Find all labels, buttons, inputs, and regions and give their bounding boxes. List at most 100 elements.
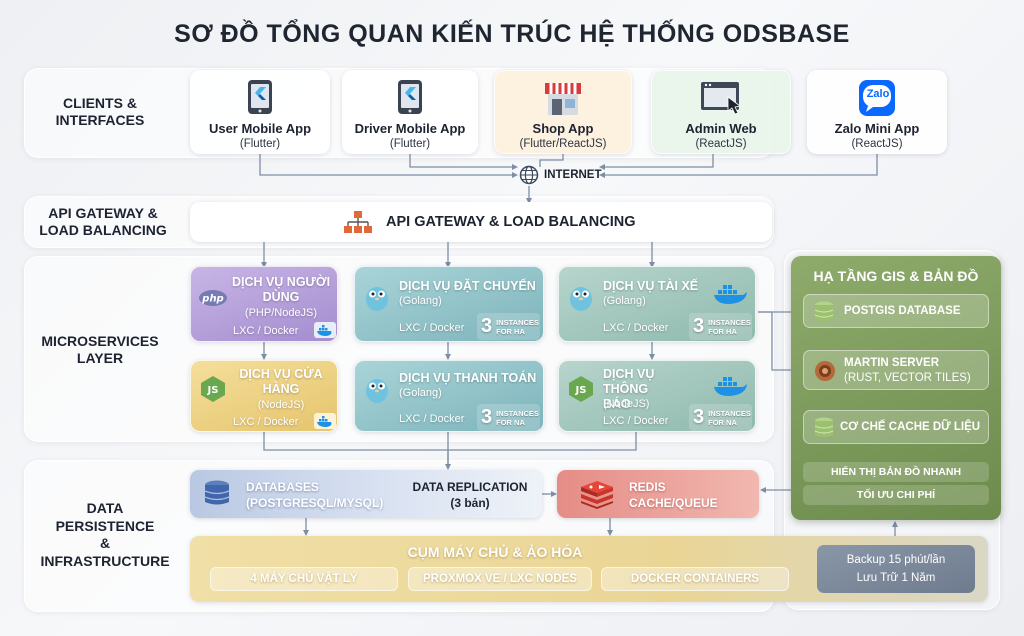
backup-line-1: Backup 15 phút/lần — [846, 554, 946, 566]
docker-containers-item: DOCKER CONTAINERS — [601, 567, 789, 591]
service-driver[interactable]: DỊCH VỤ TÀI XẾ (Golang) LXC / Docker 3 I… — [558, 266, 756, 342]
service-lxc: LXC / Docker — [603, 322, 669, 334]
cluster-title: CỤM MÁY CHỦ & ẢO HÓA — [407, 544, 583, 560]
backup-line-2: Lưu Trữ 1 Năm — [856, 572, 936, 584]
docker-icon — [714, 285, 747, 304]
instances-badge: 3 INSTANCES FOR NA — [477, 404, 541, 431]
docker-icon — [314, 413, 336, 429]
service-booking[interactable]: DỊCH VỤ ĐẶT CHUYẾN (Golang) LXC / Docker… — [354, 266, 544, 342]
instances-badge: 3 INSTANCES FOR HA — [477, 313, 541, 340]
databases-box[interactable]: DATABASES (POSTGRESQL/MYSQL) DATA REPLIC… — [190, 470, 542, 518]
instances-label: INSTANCES FOR NA — [708, 408, 751, 427]
nodejs-icon: JS — [569, 376, 593, 402]
php-icon: php — [199, 290, 227, 306]
section-label-gateway: API GATEWAY &LOAD BALANCING — [39, 205, 167, 238]
service-title: DỊCH VỤ TÀI XẾ — [603, 279, 699, 293]
client-shop-app[interactable]: Shop App (Flutter/ReactJS) — [494, 70, 632, 154]
client-name: Driver Mobile App — [354, 121, 466, 136]
client-tech: (Flutter) — [239, 138, 281, 150]
fast-map-display-item: HIỂN THỊ BẢN ĐỒ NHANH — [803, 462, 989, 482]
client-name: Admin Web — [685, 121, 757, 136]
service-sub: (NodeJS) — [257, 399, 305, 411]
service-payment[interactable]: DỊCH VỤ THANH TOÁN (Golang) LXC / Docker… — [354, 360, 544, 432]
service-sub: (Golang) — [399, 295, 442, 307]
client-driver-mobile-app[interactable]: Driver Mobile App (Flutter) — [342, 70, 478, 154]
proxmox-nodes-item: PROXMOX VE / LXC NODES — [408, 567, 592, 591]
instances-label: INSTANCES FOR HA — [708, 317, 751, 336]
service-shop[interactable]: JS DỊCH VỤ CỬA HÀNG (NodeJS) LXC / Docke… — [190, 360, 338, 432]
client-admin-web[interactable]: Admin Web (ReactJS) — [651, 70, 791, 154]
gis-infrastructure-panel: HẠ TẦNG GIS & BẢN ĐỒ POSTGIS DATABASE MA… — [791, 256, 1001, 520]
connector-driver-app — [409, 154, 512, 168]
service-lxc: LXC / Docker — [233, 325, 299, 337]
page-title: SƠ ĐỒ TỔNG QUAN KIẾN TRÚC HỆ THỐNG ODSBA… — [174, 20, 850, 48]
connector-user-app — [259, 154, 512, 176]
redis-box[interactable]: REDIS CACHE/QUEUE — [557, 470, 759, 518]
connector-shop-app — [539, 154, 564, 167]
network-hierarchy-icon — [344, 211, 372, 233]
gis-title: HẠ TẦNG GIS & BẢN ĐỒ — [813, 268, 979, 284]
service-lxc: LXC / Docker — [603, 415, 669, 427]
service-sub: (Golang) — [399, 387, 442, 399]
globe-icon — [519, 165, 539, 185]
service-notify[interactable]: JS DỊCH VỤ THÔNG BÁO (NodeJS) LXC / Dock… — [558, 360, 756, 432]
cost-optimization-item: TỐI ƯU CHI PHÍ — [803, 485, 989, 505]
redis-sub: CACHE/QUEUE — [629, 496, 718, 510]
cache-mechanism-box[interactable]: CƠ CHẾ CACHE DỮ LIỆU — [803, 410, 989, 444]
connector-zalo-app — [605, 154, 878, 176]
service-lxc: LXC / Docker — [399, 322, 465, 334]
client-tech: (Flutter/ReactJS) — [519, 138, 607, 150]
service-sub: (NodeJS) — [603, 398, 650, 410]
docker-icon — [714, 377, 747, 396]
golang-gopher-icon — [366, 379, 388, 403]
svg-text:JS: JS — [575, 385, 587, 396]
php-badge: php — [201, 294, 223, 305]
instances-count: 3 — [481, 315, 493, 337]
databases-sub: (POSTGRESQL/MYSQL) — [246, 496, 384, 510]
martin-server-box[interactable]: MARTIN SERVER (RUST, VECTOR TILES) — [803, 350, 989, 390]
client-tech: (ReactJS) — [851, 138, 903, 150]
instances-count: 3 — [481, 406, 493, 428]
client-name: User Mobile App — [208, 121, 312, 136]
client-tech: (Flutter) — [389, 138, 431, 150]
databases-label: DATABASES — [246, 480, 319, 494]
zalo-icon — [859, 80, 895, 116]
nodejs-icon: JS — [201, 376, 225, 402]
postgis-database-box[interactable]: POSTGIS DATABASE — [803, 294, 989, 328]
backup-box: Backup 15 phút/lần Lưu Trữ 1 Năm — [817, 545, 975, 593]
instances-count: 3 — [693, 315, 705, 337]
shop-icon — [545, 83, 581, 115]
postgis-label: POSTGIS DATABASE — [844, 305, 961, 317]
database-icon — [814, 301, 834, 321]
redis-icon — [581, 481, 613, 509]
client-user-mobile-app[interactable]: User Mobile App (Flutter) — [190, 70, 330, 154]
service-user[interactable]: php DỊCH VỤ NGƯỜI DÙNG (PHP/NodeJS) LXC … — [190, 266, 338, 342]
database-icon — [204, 480, 230, 505]
connector-shop-db — [263, 432, 449, 468]
connector-notify-db — [448, 432, 637, 451]
rust-icon — [815, 361, 835, 381]
service-lxc: LXC / Docker — [233, 416, 299, 428]
service-title: DỊCH VỤ ĐẶT CHUYẾN — [399, 279, 536, 293]
api-gateway-label: API GATEWAY & LOAD BALANCING — [386, 214, 636, 230]
martin-label: MARTIN SERVER — [844, 357, 939, 369]
database-icon — [814, 417, 834, 437]
redis-label: REDIS — [629, 480, 666, 494]
service-sub: (Golang) — [603, 295, 646, 307]
flutter-phone-icon — [248, 80, 272, 114]
golang-gopher-icon — [570, 287, 592, 311]
api-gateway-box[interactable]: API GATEWAY & LOAD BALANCING — [190, 202, 772, 242]
connector-driver-martin — [758, 311, 800, 371]
instances-label: INSTANCES FOR NA — [496, 408, 539, 427]
svg-text:JS: JS — [207, 385, 219, 396]
replication-label: DATA REPLICATION — [412, 480, 528, 494]
replication-sub: (3 bản) — [450, 496, 490, 510]
service-title: DỊCH VỤ CỬA HÀNG — [239, 367, 323, 396]
cache-label: CƠ CHẾ CACHE DỮ LIỆU — [840, 421, 981, 433]
golang-gopher-icon — [366, 287, 388, 311]
client-zalo-mini-app[interactable]: Zalo Zalo Mini App (ReactJS) — [807, 70, 947, 154]
instances-badge: 3 INSTANCES FOR NA — [689, 404, 753, 431]
internet-label: INTERNET — [544, 169, 602, 181]
